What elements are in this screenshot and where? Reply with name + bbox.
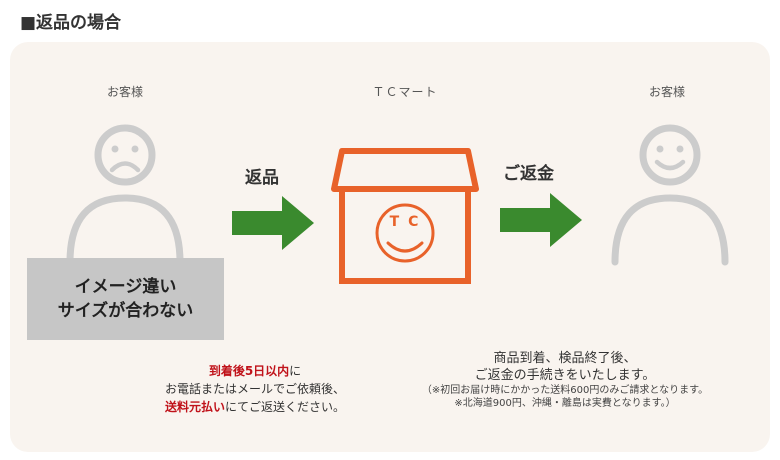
shipping-cost-text: 送料元払い: [164, 400, 225, 414]
return-reason-box: イメージ違い サイズが合わない: [27, 258, 224, 340]
right-customer-label: お客様: [648, 85, 685, 99]
reason-item: サイズが合わない: [57, 301, 194, 321]
refund-instructions: 商品到着、検品終了後、 ご返金の手続きをいたします。 （※初回お届け時にかかった…: [380, 350, 750, 410]
refund-arrow-label: ご返金: [503, 164, 554, 184]
regional-fee-note: ※北海道900円、沖縄・離島は実費となります。）: [454, 398, 676, 409]
refund-arrow-icon: [500, 193, 582, 247]
note-text: 商品到着、検品終了後、: [493, 351, 637, 366]
left-customer-label: お客様: [106, 85, 143, 99]
section-title: ■返品の場合: [20, 13, 122, 33]
happy-customer-icon: [611, 124, 729, 266]
shop-house-icon: [331, 148, 479, 284]
shipping-fee-note: （※初回お届け時にかかった送料600円のみご請求となります。: [421, 385, 709, 396]
note-text: に: [289, 364, 302, 378]
shop-label: ＴＣマート: [372, 85, 438, 99]
flow-panel: [10, 42, 770, 452]
return-arrow-label: 返品: [245, 168, 279, 188]
shop-logo-text: T C: [389, 214, 421, 230]
note-text: ご返金の手続きをいたします。: [474, 368, 656, 383]
return-arrow-icon: [232, 196, 314, 250]
note-text: にてご返送ください。: [225, 400, 346, 414]
sad-customer-icon: [66, 124, 184, 266]
return-instructions: 到着後5日以内に お電話またはメールでご依頼後、 送料元払いにてご返送ください。: [110, 362, 400, 416]
reason-item: イメージ違い: [74, 277, 177, 297]
deadline-text: 到着後5日以内: [208, 364, 290, 378]
note-text: お電話またはメールでご依頼後、: [164, 382, 345, 396]
